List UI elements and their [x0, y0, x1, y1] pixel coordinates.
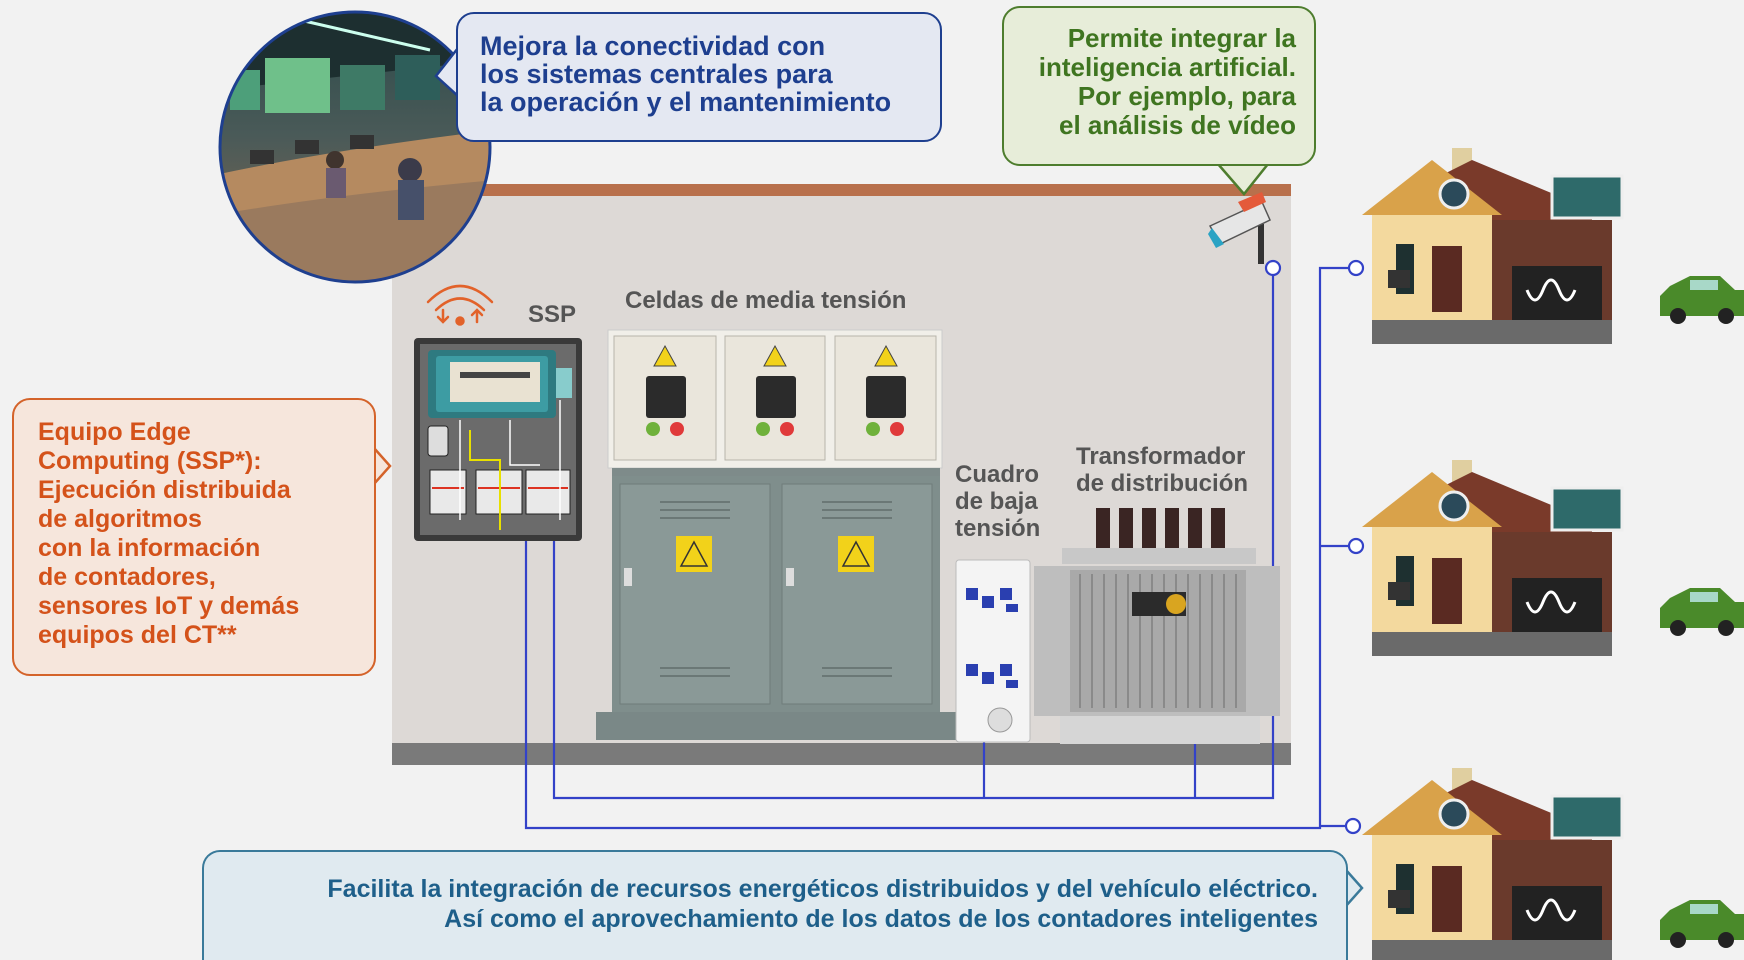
callout-tail-ai	[1215, 162, 1271, 196]
low-voltage-panel	[955, 559, 1031, 743]
label-transformer-line: de distribución	[1076, 470, 1249, 497]
callout-connectivity-line: los sistemas centrales para	[480, 59, 833, 89]
callout-connectivity: Mejora la conectividad con los sistemas …	[456, 12, 942, 142]
callout-ai: Permite integrar la inteligencia artific…	[1002, 6, 1316, 166]
callout-tail-bottom	[1344, 866, 1364, 910]
callout-edge-title-line: Equipo Edge	[38, 418, 191, 446]
callout-connectivity-line: la operación y el mantenimiento	[480, 87, 892, 117]
control-room-photo	[218, 10, 492, 284]
ssp-cabinet	[414, 338, 582, 541]
car-icon	[1660, 276, 1744, 324]
callout-edge-body-line: de algoritmos	[38, 505, 202, 533]
label-medium-voltage-cells: Celdas de media tensión	[625, 287, 907, 314]
label-low-voltage-line: Cuadro	[955, 461, 1039, 488]
callout-ai-line: Por ejemplo, para	[1077, 81, 1296, 111]
label-low-voltage-panel: Cuadro de baja tensión	[955, 461, 1040, 542]
house-bottom	[1362, 768, 1624, 960]
label-ssp: SSP	[528, 301, 577, 328]
callout-edge-title-line: Computing (SSP*):	[38, 447, 262, 475]
callout-edge-body-line: sensores IoT y demás	[38, 592, 300, 620]
transformer	[1034, 508, 1280, 744]
camera-icon	[1208, 192, 1271, 264]
label-low-voltage-line: tensión	[955, 515, 1041, 542]
callout-integration-line: Facilita la integración de recursos ener…	[327, 875, 1318, 903]
house-middle	[1362, 460, 1624, 656]
car-icon	[1660, 588, 1744, 636]
roof-band	[480, 184, 1291, 196]
callout-connectivity-line: Mejora la conectividad con	[480, 31, 826, 61]
callout-edge-computing: Equipo Edge Computing (SSP*): Ejecución …	[12, 398, 376, 676]
car-icon	[1660, 900, 1744, 948]
house-top	[1362, 148, 1624, 344]
warning-icon	[653, 344, 898, 367]
callout-ai-line: inteligencia artificial.	[1038, 52, 1296, 82]
callout-edge-body-line: Ejecución distribuida	[38, 476, 291, 504]
label-transformer: Transformador de distribución	[1076, 443, 1248, 497]
warning-icon	[676, 536, 874, 572]
medium-voltage-cells	[596, 329, 956, 740]
label-transformer-line: Transformador	[1076, 443, 1246, 470]
callout-ai-line: Permite integrar la	[1067, 23, 1296, 53]
floor-band	[392, 743, 1291, 765]
callout-edge-body-line: equipos del CT**	[38, 621, 237, 649]
callout-integration-line: Así como el aprovechamiento de los datos…	[444, 905, 1318, 933]
callout-tail-edge	[372, 444, 392, 488]
wifi-icon	[426, 284, 494, 326]
callout-ai-line: el análisis de vídeo	[1059, 110, 1296, 140]
callout-edge-body-line: con la información	[38, 534, 261, 562]
callout-integration: Facilita la integración de recursos ener…	[202, 850, 1348, 960]
callout-edge-body-line: de contadores,	[38, 563, 216, 591]
label-low-voltage-line: de baja	[955, 488, 1038, 515]
